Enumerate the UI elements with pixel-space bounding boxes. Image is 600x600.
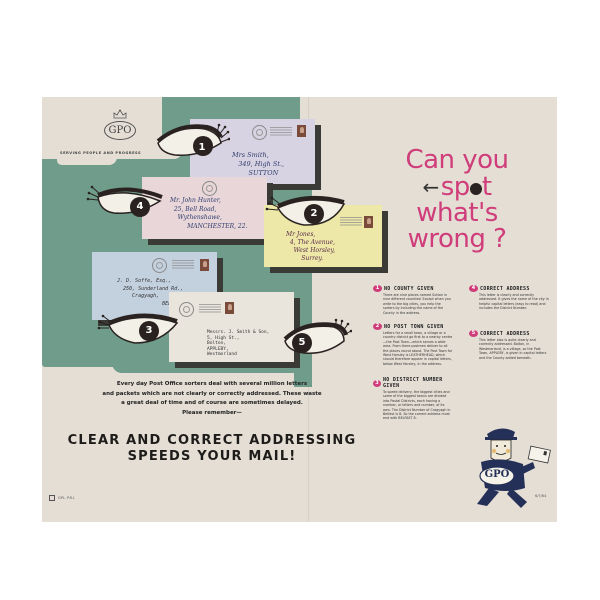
gpo-poster: GPO SERVING PEOPLE AND PROGRESS Mrs Smit… <box>42 97 557 522</box>
imprint-left-text: GPL. P.R.I. <box>58 496 76 500</box>
answer-title: NO COUNTY GIVEN <box>384 285 434 292</box>
body-paragraph: Every day Post Office sorters deal with … <box>82 380 342 418</box>
logo-patch-lower <box>42 149 182 159</box>
eye-4: 4 <box>86 179 166 219</box>
imprint-left: GPL. P.R.I. <box>49 495 75 501</box>
eye-number: 5 <box>298 337 306 348</box>
body-line-1: Every day Post Office sorters deal with … <box>116 381 308 387</box>
postman-badge-text: GPO <box>484 469 510 480</box>
imprint-right: 6/7/64 <box>535 494 547 498</box>
cancellation-lines <box>199 304 221 314</box>
answer-number-badge: 2 <box>373 323 382 330</box>
answer-body: This letter also is quite clearly and co… <box>479 338 547 360</box>
answer-number-badge: 1 <box>373 285 382 292</box>
pupil-dot-icon <box>469 183 482 195</box>
crown-icon <box>113 109 127 119</box>
answer-number-badge: 4 <box>469 285 478 292</box>
answer-title: CORRECT ADDRESS <box>480 285 530 292</box>
answer-title: NO DISTRICT NUMBER GIVEN <box>382 377 443 389</box>
eye-number: 2 <box>310 208 318 219</box>
answer-number-badge: 5 <box>469 330 478 337</box>
answer-body: This letter is clearly and correctly add… <box>479 293 549 311</box>
cancellation-lines <box>270 127 292 137</box>
headline-spot-suffix: t <box>481 172 492 202</box>
cancellation-lines <box>172 260 194 270</box>
gpo-logo: GPO <box>90 109 150 140</box>
arrow-left-icon: ← <box>422 175 439 199</box>
postmark-icon <box>252 125 267 140</box>
slogan-line-1: CLEAR AND CORRECT ADDRESSING <box>67 433 357 448</box>
envelope-4: Mr. John Hunter, 25, Bell Road, Wythensh… <box>142 177 267 239</box>
logo-tagline: SERVING PEOPLE AND PROGRESS <box>60 151 142 155</box>
gpo-logo-text: GPO <box>104 121 136 140</box>
answer-body: To speed delivery, the biggest cities an… <box>383 390 451 421</box>
crown-small-icon <box>49 495 55 501</box>
eye-5: 5 <box>282 317 352 357</box>
eye-icon <box>265 195 346 226</box>
answer-title: CORRECT ADDRESS <box>480 330 530 337</box>
slogan: CLEAR AND CORRECT ADDRESSING SPEEDS YOUR… <box>62 433 362 465</box>
eye-3: 3 <box>97 307 182 347</box>
body-line-3: a great deal of time and of course are s… <box>121 400 303 406</box>
green-background-top <box>132 97 300 117</box>
eye-icon <box>97 313 179 344</box>
envelope-5: Messrs. J. Smith & Son, 5, High St., Bol… <box>169 292 294 362</box>
logo-patch <box>42 97 162 149</box>
stamp-icon <box>200 259 209 271</box>
envelope-address: Mr. John Hunter, 25, Bell Road, Wythensh… <box>170 197 248 230</box>
envelope-address: Messrs. J. Smith & Son, 5, High St., Bol… <box>207 330 270 357</box>
logo-patch-tail <box>57 157 117 165</box>
headline-line-1: Can you <box>405 145 509 175</box>
eye-number: 1 <box>198 142 206 153</box>
postman-mascot: GPO <box>467 422 557 516</box>
envelope-address: Mrs Smith, 349, High St., SUTTON <box>232 151 285 177</box>
postmark-icon <box>202 181 217 196</box>
answer-number-badge: 3 <box>373 379 381 387</box>
envelope-address: Mr Jones, 4, The Avenue, West Horsley, S… <box>286 231 336 262</box>
postman-icon <box>477 428 551 508</box>
answer-body: Letters for a small town, a village or a… <box>383 331 453 366</box>
headline-line-3: what's <box>416 198 498 228</box>
eye-icon <box>283 318 352 354</box>
eye-2: 2 <box>264 192 349 228</box>
body-line-4: Please remember— <box>182 409 242 416</box>
eye-icon <box>86 185 163 217</box>
slogan-line-2: SPEEDS YOUR MAIL! <box>127 449 297 464</box>
headline-line-4: wrong ? <box>407 224 507 254</box>
postmark-icon <box>152 258 167 273</box>
stamp-icon <box>225 302 234 314</box>
eye-number: 4 <box>136 201 144 212</box>
answer-title: NO POST TOWN GIVEN <box>384 323 444 330</box>
stamp-icon <box>297 125 306 137</box>
eye-1: 1 <box>155 121 230 159</box>
answer-body: There are nine places named Sutton in ni… <box>383 293 451 315</box>
stamp-icon <box>364 216 373 228</box>
headline-spot-prefix: sp <box>440 172 471 202</box>
postmark-icon <box>179 302 194 317</box>
cancellation-lines <box>340 217 362 227</box>
eye-icon <box>156 123 230 156</box>
eye-number: 3 <box>145 325 153 336</box>
body-line-2: and packets which are not clearly or cor… <box>102 390 322 397</box>
